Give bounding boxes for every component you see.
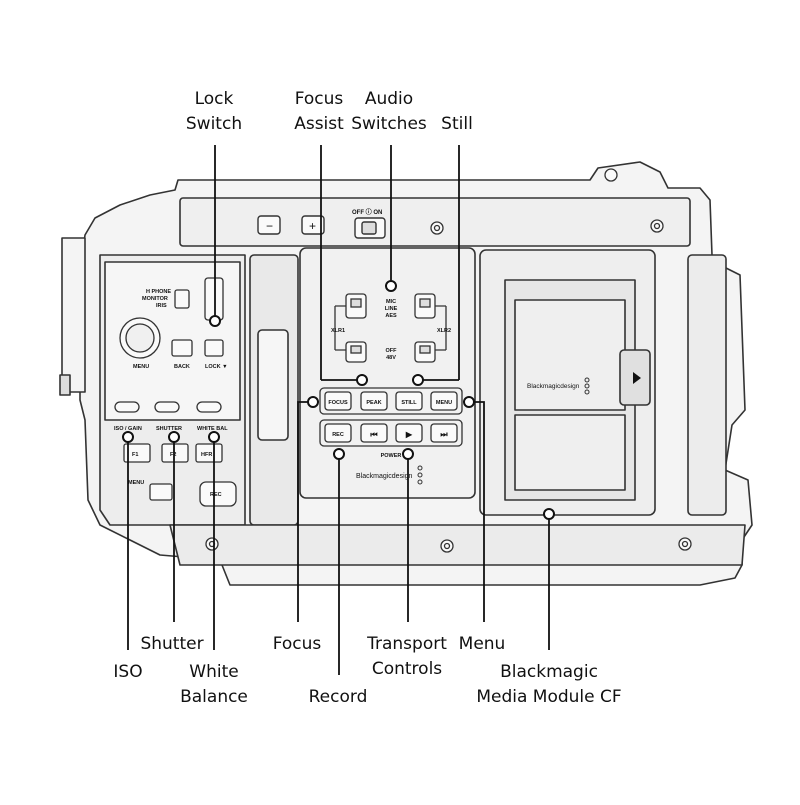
48v-label: 48V [386, 355, 396, 361]
xlr1-label: XLR1 [331, 328, 345, 334]
back-button [171, 339, 193, 357]
callout-shutter: Shutter [140, 634, 204, 654]
peak-button [360, 391, 388, 411]
callout-still: Still [441, 114, 473, 134]
still-btn-label: STILL [401, 400, 417, 406]
headphone-wheel [204, 277, 224, 321]
h-phone-label: H PHONE [146, 289, 171, 295]
rec-side-label: REC [210, 492, 222, 498]
menu-dial-label: MENU [133, 364, 149, 370]
audio-switches [334, 293, 447, 363]
rec-side-button [199, 481, 237, 507]
back-label: BACK [174, 364, 190, 370]
hfr-button [195, 443, 223, 463]
menu-button [430, 391, 458, 411]
xlr2-label: XLR2 [437, 328, 451, 334]
line-label: LINE [385, 306, 398, 312]
still-button [395, 391, 423, 411]
menu-small-button [149, 483, 173, 501]
play-icon: ▶ [405, 430, 413, 439]
next-icon: ⏭ [440, 430, 448, 439]
screw-icons [205, 168, 692, 553]
prev-icon: ⏮ [370, 430, 377, 439]
bottom-band [169, 524, 746, 566]
iris-plus-button [301, 215, 325, 235]
monitor-label: MONITOR [142, 296, 168, 302]
iris-minus-button [257, 215, 281, 235]
play-button [395, 423, 423, 443]
next-button [430, 423, 458, 443]
aes-label: AES [385, 313, 397, 319]
shutter-label: SHUTTER [156, 426, 182, 432]
power-label: POWER [381, 453, 402, 459]
white-bal-label: WHITE BAL [197, 426, 228, 432]
iso-gain-label: ISO / GAIN [114, 426, 142, 432]
focus-btn-label: FOCUS [328, 400, 348, 406]
brand-logo-text: Blackmagicdesign [356, 473, 413, 480]
focus-button [324, 391, 352, 411]
hfr-label: HFR [201, 452, 212, 458]
off-on-label: OFF ⓘ ON [352, 208, 382, 216]
f2-button [161, 443, 189, 463]
callout-iso: ISO [113, 662, 143, 682]
rec-btn-label: REC [332, 432, 344, 438]
plus-label: + [309, 219, 316, 233]
left-handle [61, 237, 86, 393]
peak-btn-label: PEAK [366, 400, 381, 406]
callout-menu: Menu [458, 634, 506, 654]
iris-label: IRIS [156, 303, 167, 309]
minus-label: − [266, 219, 273, 233]
rec-button [324, 423, 352, 443]
menu-btn-label: MENU [436, 400, 452, 406]
leader-lines [127, 145, 550, 675]
brand-dots-icon [417, 465, 423, 485]
callout-record: Record [308, 687, 368, 707]
callout-focus: Focus [272, 634, 322, 654]
prev-button [360, 423, 388, 443]
menu-small-label: MENU [128, 480, 144, 486]
media-brand-dots-icon [584, 377, 590, 395]
eject-arrow-icon [633, 372, 641, 384]
off-label: OFF [386, 348, 398, 354]
lock-switch [204, 339, 224, 357]
f1-button [123, 443, 151, 463]
lock-label: LOCK ▼ [205, 364, 228, 370]
f1-label: F1 [132, 452, 138, 458]
leader-dots [122, 280, 555, 520]
mic-label: MIC [386, 299, 396, 305]
media-brand-text: Blackmagicdesign [527, 383, 580, 390]
